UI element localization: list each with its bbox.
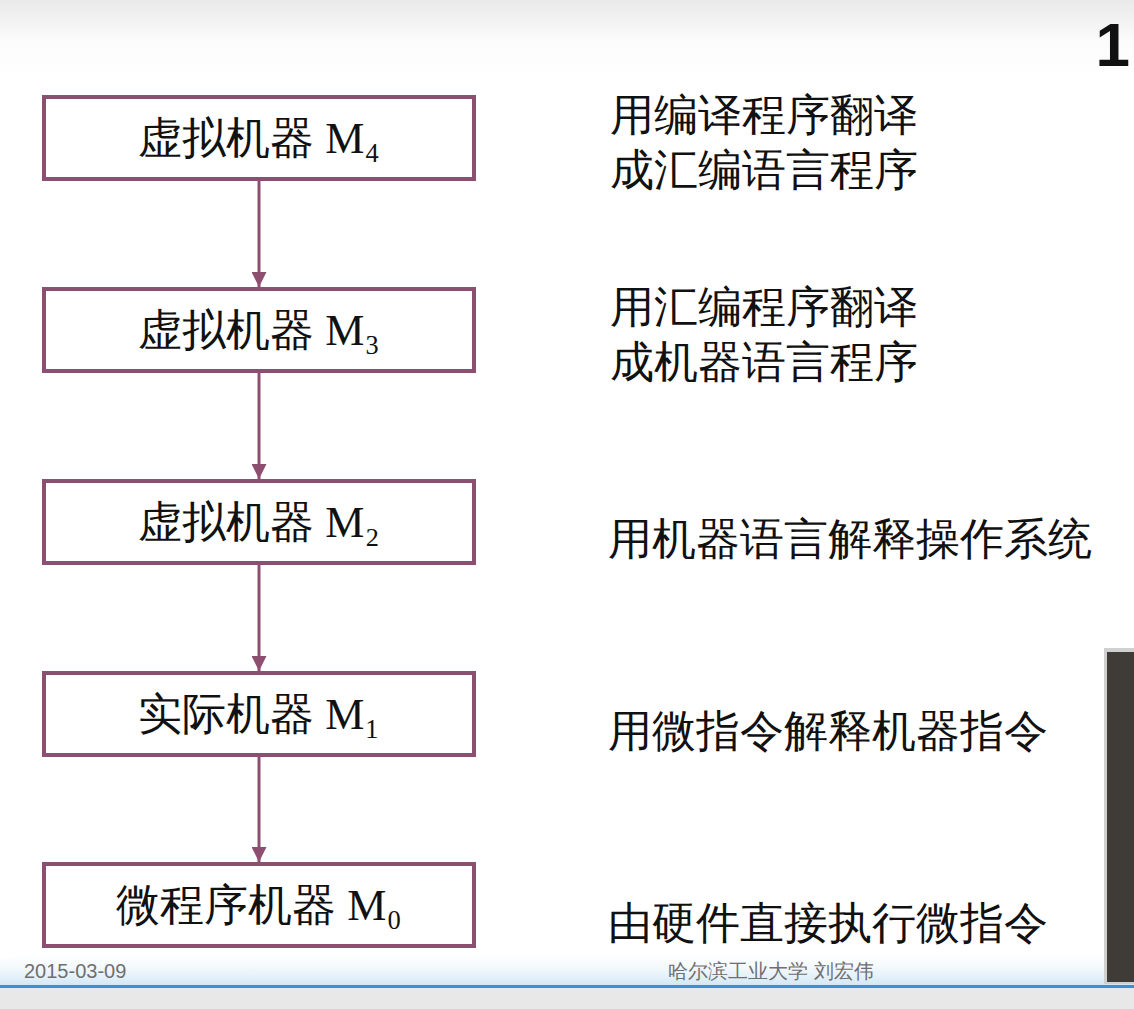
level-note: 用微指令解释机器指令 — [608, 704, 1048, 759]
box-label: 微程序机器 M₀ — [116, 876, 401, 935]
box-label: 虚拟机器 M₃ — [138, 301, 379, 360]
flow-arrow — [258, 181, 261, 287]
machine-level-box: 虚拟机器 M₂ — [42, 479, 476, 565]
flow-arrow — [258, 373, 261, 479]
player-bar — [0, 988, 1134, 1009]
speaker-photo — [1107, 652, 1134, 982]
box-label: 实际机器 M₁ — [138, 685, 379, 744]
flow-arrow — [258, 757, 261, 862]
photo-frame — [1104, 648, 1134, 984]
progress-line — [0, 985, 1134, 988]
level-note: 用汇编程序翻译 成机器语言程序 — [610, 280, 950, 390]
machine-level-box: 虚拟机器 M₃ — [42, 287, 476, 373]
machine-level-box: 实际机器 M₁ — [42, 671, 476, 757]
date-stamp: 2015-03-09 — [24, 959, 126, 984]
machine-level-box: 微程序机器 M₀ — [42, 862, 476, 948]
level-note: 用机器语言解释操作系统 — [608, 512, 1092, 567]
author-credit: 哈尔滨工业大学 刘宏伟 — [668, 959, 874, 984]
box-label: 虚拟机器 M₄ — [138, 109, 379, 168]
flow-arrow — [258, 565, 261, 671]
machine-level-box: 虚拟机器 M₄ — [42, 95, 476, 181]
level-note: 由硬件直接执行微指令 — [608, 896, 1048, 951]
box-label: 虚拟机器 M₂ — [138, 493, 379, 552]
wave-strip — [0, 948, 1134, 986]
level-note: 用编译程序翻译 成汇编语言程序 — [610, 88, 950, 198]
slide-number: 1 — [1096, 6, 1130, 84]
